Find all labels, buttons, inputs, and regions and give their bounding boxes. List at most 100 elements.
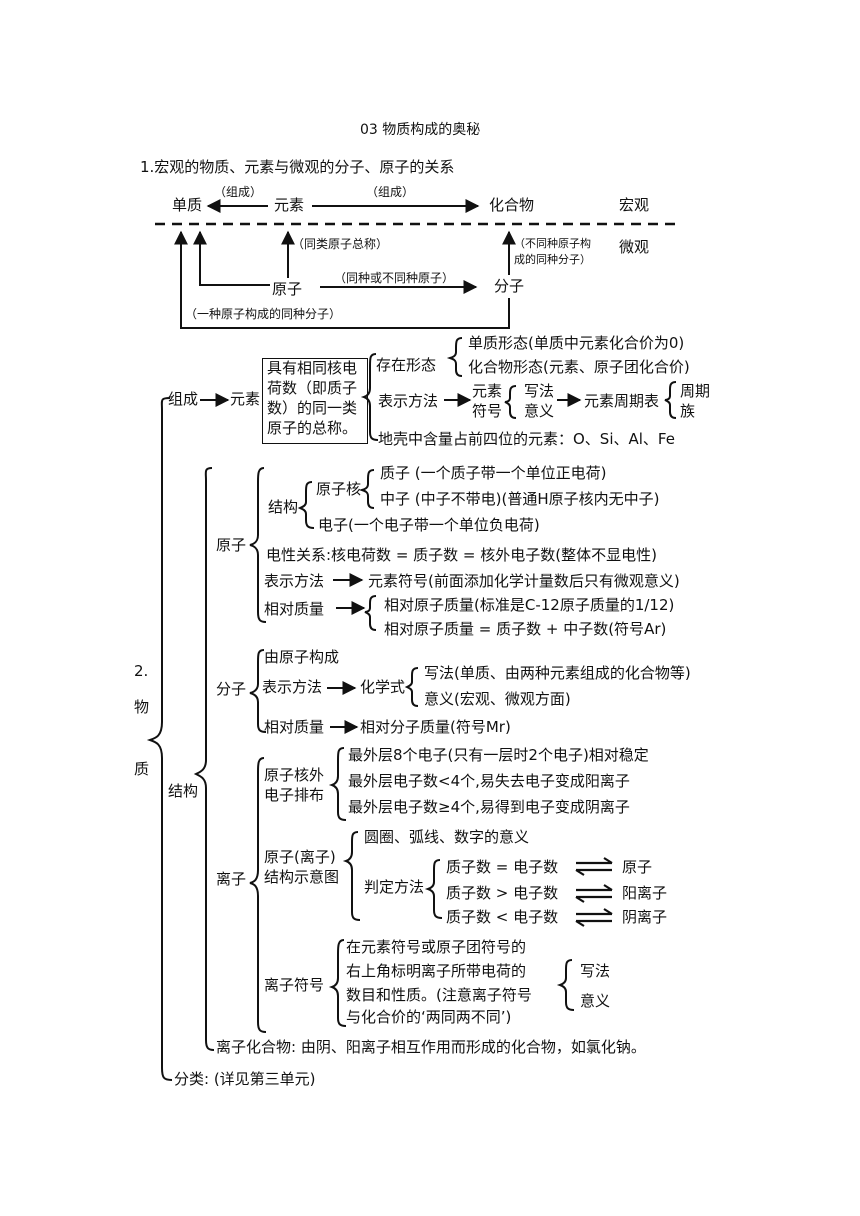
node-fenlei: 分类: (详见第三单元) xyxy=(174,1070,316,1088)
brace-yuanzihe xyxy=(358,469,375,509)
node-lizi-box-3: 数目和性质。(注意离子符号 xyxy=(346,986,532,1004)
node-lizihuahewu: 离子化合物: 由阴、阳离子相互作用而形成的化合物，如氯化钠。 xyxy=(216,1038,646,1056)
edge-label-butong-1: （不同种原子构 xyxy=(514,237,591,250)
node-lizi-box-1: 在元素符号或原子团符号的 xyxy=(346,938,527,956)
node-yuanzihe: 原子核 xyxy=(316,480,362,498)
node-pd2a: 质子数 > 电子数 xyxy=(446,884,559,902)
node-zhongzi: 中子 (中子不带电)(普通H原子核内无中子) xyxy=(380,490,660,508)
node-yuanzi: 原子 xyxy=(216,536,247,554)
node-lizi: 离子 xyxy=(216,870,247,888)
arrow-fenzi-to-danzhi xyxy=(174,230,510,329)
brace-lizifuhao xyxy=(328,939,347,1027)
node-xiefa: 写法 xyxy=(524,382,555,400)
brace-fenzi xyxy=(249,649,267,733)
node-pd1b: 原子 xyxy=(622,858,653,876)
edge-label-zucheng-2: （组成） xyxy=(366,185,415,199)
node-yuansu-fuhao-1: 元素 xyxy=(472,382,503,400)
node-lizi-box-2: 右上角标明离子所带电荷的 xyxy=(346,962,527,980)
node-zhouqi: 周期 xyxy=(680,382,711,400)
definition-box: 具有相同核电 荷数（即质子 数）的同一类 原子的总称。 xyxy=(262,358,368,444)
node-shiyitu-1: 原子(离子) xyxy=(264,848,336,866)
node-dianxing: 电性关系:核电荷数 = 质子数 = 核外电子数(整体不显电性) xyxy=(266,546,657,564)
brace-lizi xyxy=(249,757,267,1033)
node-zuiwai-3: 最外层电子数≥4个,易得到电子变成阴离子 xyxy=(348,798,630,816)
node-zu: 族 xyxy=(680,402,696,420)
node-pd3a: 质子数 < 电子数 xyxy=(446,908,559,926)
node-yuansu-fuhao-2: 符号 xyxy=(472,402,503,420)
node-dianzi: 电子(一个电子带一个单位负电荷) xyxy=(318,516,540,534)
brace-panding xyxy=(424,859,443,919)
node-shiyitu-2: 结构示意图 xyxy=(264,868,340,886)
node-xiangdui-3: 相对质量 xyxy=(264,718,325,736)
node-pd1a: 质子数 = 电子数 xyxy=(446,858,559,876)
node-biaoshi-3: 表示方法 xyxy=(262,678,323,696)
brace-zhouqi xyxy=(664,381,677,419)
node-zuiwai-1: 最外层8个电子(只有一层时2个电子)相对稳定 xyxy=(348,746,649,764)
node-fenzizhiliang: 相对分子质量(符号Mr) xyxy=(360,718,511,736)
edge-label-tongzhong: （同种或不同种原子） xyxy=(334,271,455,285)
root-label-3: 质 xyxy=(134,760,150,778)
node-biaoshi: 表示方法 xyxy=(378,392,439,410)
node-huaxueshi: 化学式 xyxy=(360,678,406,696)
node-hewai-1: 原子核外 xyxy=(264,766,325,784)
node-jiegou-2: 结构 xyxy=(268,498,299,516)
node-zhouqibiao: 元素周期表 xyxy=(584,392,660,410)
node-xiangdui-2: 相对原子质量 = 质子数 + 中子数(符号Ar) xyxy=(384,620,667,638)
edge-label-zucheng-1: （组成） xyxy=(214,185,263,199)
node-huahewu-form: 化合物形态(元素、原子团化合价) xyxy=(468,358,690,376)
node-biaoshi-2: 表示方法 xyxy=(264,572,325,590)
node-zhizi: 质子 (一个质子带一个单位正电荷) xyxy=(380,464,607,482)
brace-xiefa4 xyxy=(556,959,575,1011)
node-yiyi-4: 意义 xyxy=(580,992,611,1010)
edge-label-butong-2: 成的同种分子） xyxy=(514,253,591,266)
node-yuanzi: 原子 xyxy=(272,280,303,298)
node-yiyi-3: 意义(宏观、微观方面) xyxy=(424,690,571,708)
equilibrium-arrow-1 xyxy=(575,857,613,876)
edge-label-yizhong: （一种原子构成的同种分子） xyxy=(185,307,342,321)
node-yiyi: 意义 xyxy=(524,402,555,420)
node-yuansu: 元素 xyxy=(274,196,305,214)
node-xiangdui-1: 相对原子质量(标准是C-12原子质量的1/12) xyxy=(384,596,675,614)
node-pd3b: 阴离子 xyxy=(622,908,668,926)
label-hongguan: 宏观 xyxy=(619,196,650,214)
node-zuiwai-2: 最外层电子数<4个,易失去电子变成阳离子 xyxy=(348,772,630,790)
brace-xiefa xyxy=(504,385,517,419)
edge-label-tonglei: （同类原子总称） xyxy=(292,237,389,251)
node-yuansu-2: 元素 xyxy=(230,390,261,408)
brace-yuanzi xyxy=(249,467,267,623)
node-hewai-2: 电子排布 xyxy=(264,786,325,804)
page-title: 03 物质构成的奥秘 xyxy=(360,122,481,138)
node-pd2b: 阳离子 xyxy=(622,884,668,902)
arrow-yuanzi-to-danzhi xyxy=(193,230,270,286)
node-lizi-box-4: 与化合价的‘两同两不同’) xyxy=(346,1008,512,1026)
node-yuansu-fuhao-3: 元素符号(前面添加化学计量数后只有微观意义) xyxy=(368,572,680,590)
node-cunzai: 存在形态 xyxy=(376,356,437,374)
label-weiguan: 微观 xyxy=(619,238,650,256)
node-huahewu: 化合物 xyxy=(489,196,535,214)
brace-cunzai xyxy=(446,337,463,377)
node-fenzi: 分子 xyxy=(494,277,525,295)
equilibrium-arrow-2 xyxy=(575,884,613,903)
node-panding: 判定方法 xyxy=(364,878,425,896)
node-fenzi: 分子 xyxy=(216,680,247,698)
section1-heading: 1.宏观的物质、元素与微观的分子、原子的关系 xyxy=(140,158,455,176)
node-jiegou: 结构 xyxy=(168,782,199,800)
root-label-1: 2. xyxy=(134,662,149,680)
equilibrium-arrow-3 xyxy=(575,908,613,927)
brace-hewai xyxy=(328,747,347,821)
node-danzhi-form: 单质形态(单质中元素化合价为0) xyxy=(468,334,685,352)
node-youyuanzi: 由原子构成 xyxy=(264,648,340,666)
brace-jiegou xyxy=(193,467,215,1051)
brace-shiyitu xyxy=(342,831,361,921)
node-yuanquan: 圆圈、弧线、数字的意义 xyxy=(364,828,530,846)
node-xiefa-4: 写法 xyxy=(580,962,611,980)
node-danzhi: 单质 xyxy=(172,196,203,214)
node-lizifuhao: 离子符号 xyxy=(264,976,325,994)
brace-jiegou-inner xyxy=(297,481,315,529)
brace-root xyxy=(146,397,173,1081)
node-zucheng: 组成 xyxy=(168,390,199,408)
brace-huaxueshi xyxy=(404,667,419,707)
root-label-2: 物 xyxy=(134,698,150,716)
